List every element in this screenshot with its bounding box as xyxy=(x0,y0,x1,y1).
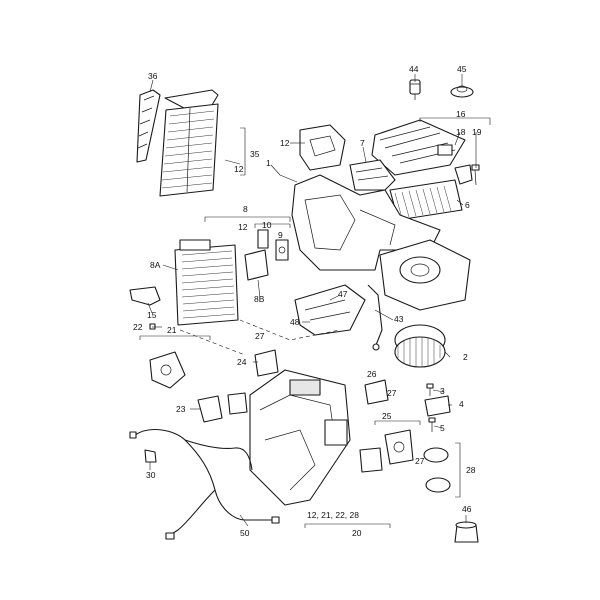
assembly-dashed-outline xyxy=(179,319,341,356)
part-21-actuator xyxy=(149,351,186,389)
label-20: 20 xyxy=(352,528,362,538)
label-46: 46 xyxy=(462,504,472,514)
label-21: 21 xyxy=(167,325,177,335)
label-28: 28 xyxy=(466,465,476,475)
label-47: 47 xyxy=(338,289,348,299)
label-12-evap: 12 xyxy=(238,222,248,232)
part-47-duct xyxy=(294,284,366,336)
bracket-20 xyxy=(304,523,391,528)
label-18: 18 xyxy=(456,127,466,137)
part-9-valve xyxy=(275,239,289,261)
part-10-valve xyxy=(257,229,269,249)
part-5-screw xyxy=(428,417,436,432)
part-26-flap xyxy=(364,379,389,405)
part-16-control-unit xyxy=(371,119,466,176)
bracket-8 xyxy=(204,216,291,222)
part-24-actuator xyxy=(254,349,279,377)
part-18-servo xyxy=(454,164,473,185)
part-2-blower-motor xyxy=(394,324,446,368)
bracket-28 xyxy=(455,442,461,498)
part-4-resistor xyxy=(424,395,451,417)
label-36: 36 xyxy=(148,71,158,81)
part-35-heater-core xyxy=(159,89,219,197)
label-27-upper: 27 xyxy=(255,331,265,341)
part-6-cabin-filter xyxy=(389,179,463,221)
label-group-12-21-22-28: 12, 21, 22, 28 xyxy=(307,510,359,520)
label-25: 25 xyxy=(382,411,392,421)
label-23: 23 xyxy=(176,404,186,414)
part-43-tube xyxy=(367,284,383,351)
part-7-cover xyxy=(349,159,396,191)
bracket-25 xyxy=(374,420,421,425)
part-45-cap xyxy=(450,85,474,98)
label-3: 3 xyxy=(440,386,445,396)
label-30: 30 xyxy=(146,470,156,480)
part-25-actuator xyxy=(359,429,414,473)
part-8b-connector xyxy=(244,249,269,281)
label-8a: 8A xyxy=(150,260,161,270)
label-50: 50 xyxy=(240,528,250,538)
part-3-screw xyxy=(426,383,434,396)
part-15-sensor xyxy=(129,286,161,306)
label-44: 44 xyxy=(409,64,419,74)
callout-labels: 36 44 45 16 12 1 7 18 19 35 12 6 8 12 10… xyxy=(133,64,482,538)
part-50-wiring-harness xyxy=(129,429,280,540)
part-22-screw xyxy=(149,323,156,330)
label-16: 16 xyxy=(456,109,466,119)
label-9: 9 xyxy=(278,230,283,240)
label-26: 26 xyxy=(367,369,377,379)
label-43: 43 xyxy=(394,314,404,324)
label-5: 5 xyxy=(440,423,445,433)
bracket-21 xyxy=(139,335,211,340)
label-8b: 8B xyxy=(254,294,265,304)
label-22: 22 xyxy=(133,322,143,332)
label-8: 8 xyxy=(243,204,248,214)
bracket-16 xyxy=(419,117,491,125)
label-45: 45 xyxy=(457,64,467,74)
label-1: 1 xyxy=(266,158,271,168)
part-28-knobs xyxy=(423,447,451,493)
label-27-mid: 27 xyxy=(387,388,397,398)
bracket-35 xyxy=(240,127,246,176)
label-15: 15 xyxy=(147,310,157,320)
label-2: 2 xyxy=(463,352,468,362)
label-12-top: 12 xyxy=(280,138,290,148)
part-44-plug xyxy=(409,79,421,100)
part-12-gasket xyxy=(299,124,346,171)
label-24: 24 xyxy=(237,357,247,367)
part-30-clip xyxy=(144,449,157,463)
label-19: 19 xyxy=(472,127,482,137)
part-46-cap xyxy=(454,521,479,543)
label-10: 10 xyxy=(262,220,272,230)
part-23-actuator xyxy=(197,392,248,423)
label-35: 35 xyxy=(250,149,260,159)
label-27-lower: 27 xyxy=(415,456,425,466)
leader-lines xyxy=(147,74,477,527)
label-12-heater: 12 xyxy=(234,164,244,174)
blower-housing xyxy=(379,239,471,311)
part-36-seal-strip xyxy=(136,89,161,163)
part-8-evaporator xyxy=(174,239,239,326)
part-19-screw xyxy=(471,164,480,186)
label-7: 7 xyxy=(360,138,365,148)
label-48: 48 xyxy=(290,317,300,327)
part-20-lower-housing xyxy=(249,369,351,506)
label-6: 6 xyxy=(465,200,470,210)
label-4: 4 xyxy=(459,399,464,409)
bracket-10 xyxy=(254,223,291,228)
